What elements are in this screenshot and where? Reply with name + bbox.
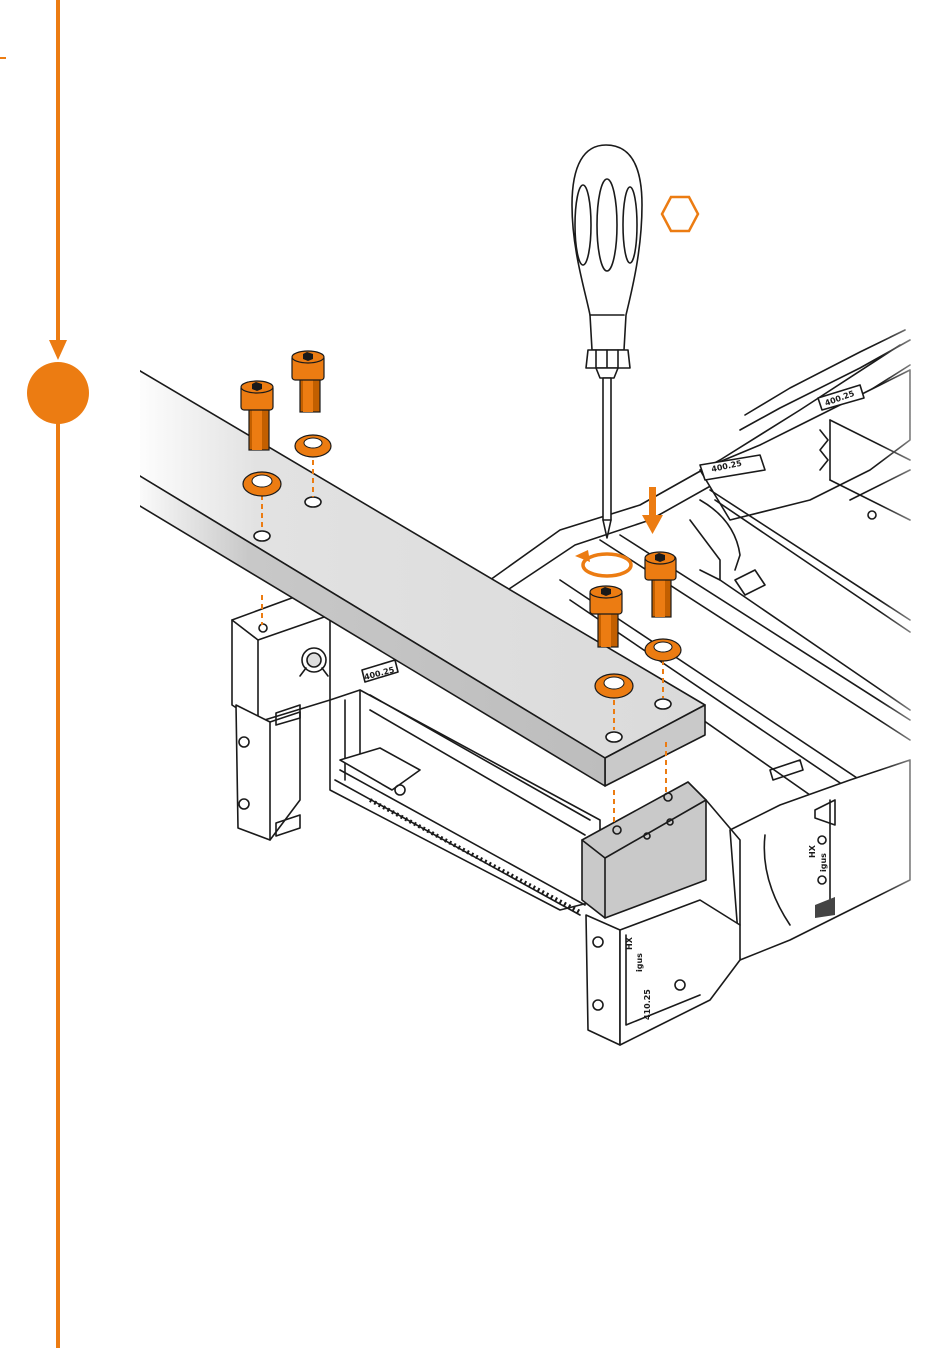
washer-icon (295, 435, 331, 457)
side-text-1: HX (808, 844, 817, 858)
front-text-1: HX (625, 936, 634, 950)
front-text-2: igus (635, 953, 644, 972)
screw-icon (292, 351, 324, 412)
washer-icon (595, 674, 633, 698)
step-marker-circle (27, 362, 89, 424)
washer-icon (645, 639, 681, 661)
bar-hole (655, 699, 671, 709)
screw-icon (645, 552, 676, 617)
bar-hole (305, 497, 321, 507)
hexagon-icon (662, 197, 698, 231)
bar-hole (606, 732, 622, 742)
step-timeline (0, 0, 89, 1348)
mark-bottom: 410.25 (643, 989, 652, 1020)
left-end-bracket (232, 595, 330, 840)
right-end-bracket: HX igus 410.25 (582, 782, 740, 1045)
washer-icon (243, 472, 281, 496)
bar-hole (254, 531, 270, 541)
down-arrow-icon (49, 340, 67, 360)
screwdriver-icon (572, 145, 642, 538)
side-text-2: igus (819, 853, 828, 872)
